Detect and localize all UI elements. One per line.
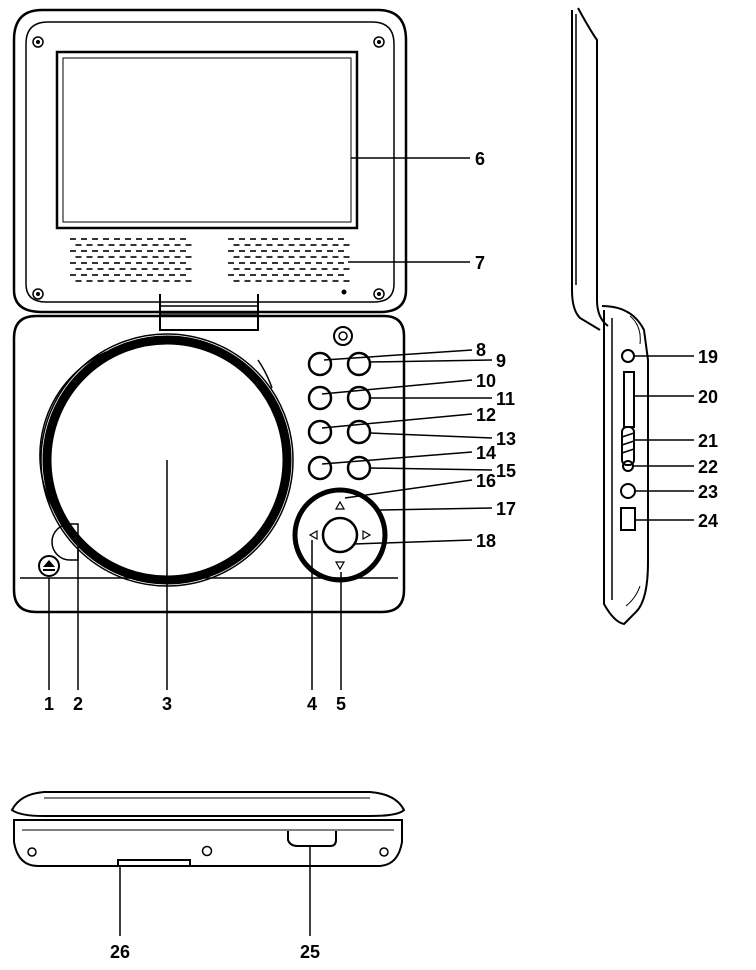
power-indicator xyxy=(333,326,353,346)
leader-lines xyxy=(48,157,694,936)
player-base xyxy=(12,314,406,614)
callout-6: 6 xyxy=(475,149,485,169)
callout-labels: 6 7 8 9 10 11 12 13 14 15 16 17 18 1 2 3… xyxy=(44,149,718,962)
bottom-slot xyxy=(117,859,191,866)
button-12[interactable] xyxy=(307,419,333,445)
callout-12: 12 xyxy=(476,405,496,425)
callout-14: 14 xyxy=(476,443,496,463)
callout-20: 20 xyxy=(698,387,718,407)
callout-17: 17 xyxy=(496,499,516,519)
callout-15: 15 xyxy=(496,461,516,481)
speaker-grille-left xyxy=(70,238,192,282)
eject-button[interactable] xyxy=(38,555,60,577)
open-latch[interactable] xyxy=(51,523,79,561)
enter-button[interactable] xyxy=(321,516,359,554)
arrow-right-icon[interactable] xyxy=(362,529,372,541)
arrow-down-icon[interactable] xyxy=(334,561,346,571)
callout-3: 3 xyxy=(162,694,172,714)
button-13[interactable] xyxy=(346,419,372,445)
card-slot xyxy=(623,371,635,428)
side-jack-22 xyxy=(622,460,634,472)
lcd-screen xyxy=(55,50,359,230)
callout-2: 2 xyxy=(73,694,83,714)
callout-26: 26 xyxy=(110,942,130,962)
callout-7: 7 xyxy=(475,253,485,273)
callout-10: 10 xyxy=(476,371,496,391)
arrow-up-icon[interactable] xyxy=(334,500,346,510)
callout-8: 8 xyxy=(476,340,486,360)
button-9[interactable] xyxy=(346,351,372,377)
edge-view xyxy=(10,791,406,867)
callout-19: 19 xyxy=(698,347,718,367)
side-switch[interactable] xyxy=(621,426,635,466)
mic-hole xyxy=(341,289,347,295)
callout-1: 1 xyxy=(44,694,54,714)
side-view xyxy=(571,7,649,626)
button-14[interactable] xyxy=(307,455,333,481)
side-jack-19 xyxy=(621,349,635,363)
callout-18: 18 xyxy=(476,531,496,551)
bottom-port xyxy=(287,831,337,847)
hinge xyxy=(159,294,259,331)
usb-port xyxy=(620,507,636,531)
callout-13: 13 xyxy=(496,429,516,449)
callout-5: 5 xyxy=(336,694,346,714)
callout-21: 21 xyxy=(698,431,718,451)
callout-11: 11 xyxy=(496,389,515,409)
callout-25: 25 xyxy=(300,942,320,962)
callout-23: 23 xyxy=(698,482,718,502)
callout-24: 24 xyxy=(698,511,718,531)
callout-22: 22 xyxy=(698,457,718,477)
screen-screw xyxy=(32,36,385,300)
arrow-left-icon[interactable] xyxy=(308,529,318,541)
callout-9: 9 xyxy=(496,351,506,371)
speaker-grille-right xyxy=(228,238,350,282)
side-jack-23 xyxy=(620,483,636,499)
callout-4: 4 xyxy=(307,694,317,714)
callout-16: 16 xyxy=(476,471,496,491)
button-10[interactable] xyxy=(307,385,333,411)
button-8[interactable] xyxy=(307,351,333,377)
direction-pad[interactable] xyxy=(292,487,388,583)
eject-icon xyxy=(43,560,55,571)
control-buttons xyxy=(307,351,372,481)
screen-lid xyxy=(12,8,408,331)
